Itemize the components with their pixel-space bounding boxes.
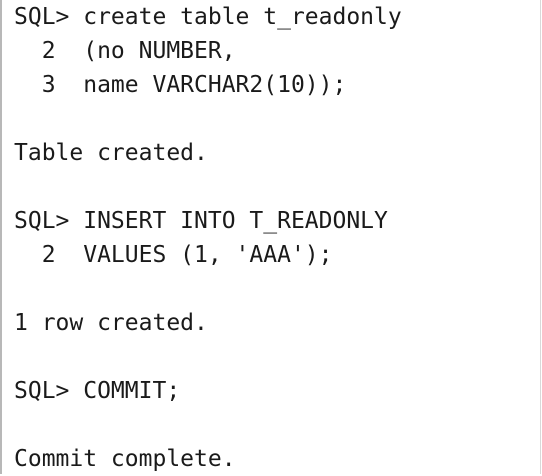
- terminal-line-prompt: SQL> create table t_readonly: [14, 4, 402, 30]
- terminal-line-result: 1 row created.: [14, 310, 208, 336]
- terminal-line-blank: [14, 272, 540, 306]
- terminal-line-result: Commit complete.: [14, 446, 236, 472]
- terminal-line-prompt: SQL> INSERT INTO T_READONLY: [14, 208, 388, 234]
- terminal-line-continuation: 3 name VARCHAR2(10));: [14, 72, 347, 98]
- terminal-line-continuation: 2 (no NUMBER,: [14, 38, 236, 64]
- terminal-line-blank: [14, 340, 540, 374]
- terminal-line-result: Table created.: [14, 140, 208, 166]
- terminal-line-blank: [14, 102, 540, 136]
- terminal-line-blank: [14, 170, 540, 204]
- terminal-line-continuation: 2 VALUES (1, 'AAA');: [14, 242, 333, 268]
- terminal-line-blank: [14, 408, 540, 442]
- terminal-line-prompt: SQL> COMMIT;: [14, 378, 181, 404]
